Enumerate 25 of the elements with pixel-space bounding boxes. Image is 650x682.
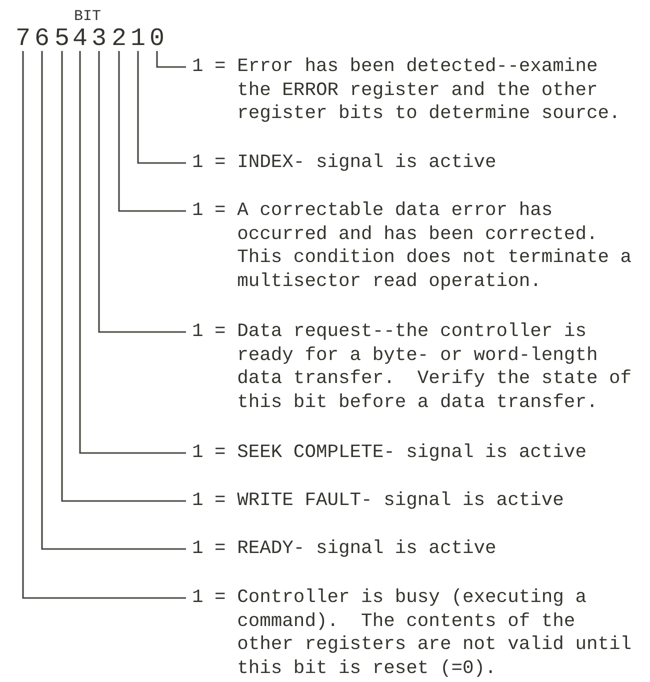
leader-line (118, 51, 186, 212)
leader-line (156, 51, 186, 68)
bit-number: 3 (90, 27, 108, 51)
bit-number: 6 (32, 27, 52, 51)
leader-line (61, 51, 186, 502)
bit-description: 1 = SEEK COMPLETE- signal is active (192, 441, 638, 464)
bit-heading-label: BIT (74, 9, 102, 25)
leader-line (98, 51, 186, 333)
leader-line (22, 51, 186, 599)
bit-description: 1 = Error has been detected--examine the ERROR register and the other register bits to determine source. (192, 55, 638, 126)
bit-number: 7 (14, 27, 32, 51)
bit-description: 1 = Data request--the controller is ready for a byte- or word-length data transfer. Verify the state of this bit before a data transfer. (192, 320, 638, 414)
bit-number: 4 (70, 27, 90, 51)
bit-number: 1 (128, 27, 148, 51)
bit-description: 1 = WRITE FAULT- signal is active (192, 489, 638, 512)
bit-description: 1 = READY- signal is active (192, 537, 638, 560)
leader-line (41, 51, 186, 550)
bit-description: 1 = INDEX- signal is active (192, 151, 638, 174)
bit-number: 0 (148, 27, 166, 51)
bit-description: 1 = A correctable data error has occurred and has been corrected. This condition does not terminate a multisector read operation. (192, 199, 638, 293)
bit-number: 5 (52, 27, 72, 51)
bit-description: 1 = Controller is busy (executing a command). The contents of the other registers are not valid until this bit is reset (=0). (192, 586, 638, 680)
leader-line (137, 51, 186, 164)
leader-line (79, 51, 186, 454)
bit-number: 2 (110, 27, 128, 51)
